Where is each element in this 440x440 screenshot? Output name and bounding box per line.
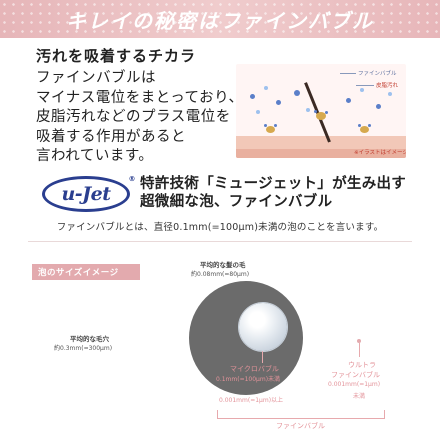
micro-title: マイクロバブル xyxy=(230,365,279,373)
bracket-bottom xyxy=(217,418,385,419)
technology-line-2: 超微細な泡、ファインバブル xyxy=(140,194,333,210)
micro-range: 0.1mm(=100μm)未満 xyxy=(216,376,281,383)
intro-line: 吸着する作用があると xyxy=(36,128,186,145)
bubble-dot xyxy=(274,124,277,127)
pore-size: 約0.3mm(=300μm) xyxy=(54,345,113,352)
banner-dot-pattern xyxy=(0,0,440,38)
bubble-dot xyxy=(360,88,364,92)
title-banner: キレイの秘密はファインバブル xyxy=(0,0,440,38)
sebum-dirt xyxy=(266,126,275,133)
bubble-dot xyxy=(264,86,268,90)
bubble-dot xyxy=(368,124,371,127)
sebum-dirt xyxy=(360,126,369,133)
ujet-logo: u-Jet ® xyxy=(42,175,135,212)
ultra-leader-line xyxy=(359,343,360,357)
divider xyxy=(28,241,412,242)
leader-line xyxy=(356,85,374,86)
bubble-dot xyxy=(388,92,392,96)
bubble-dot xyxy=(294,90,300,96)
technology-line-1: 特許技術「ミュージェット」が生み出す xyxy=(140,176,407,192)
ultra-title-2: ファインバブル xyxy=(331,371,380,379)
bubble-dot xyxy=(325,111,328,114)
ujet-logo-text: u-Jet xyxy=(61,183,111,205)
hair-size: 約0.08mm(=80μm) xyxy=(191,271,250,278)
bubble-dot xyxy=(358,124,361,127)
technology-text: 特許技術「ミュージェット」が生み出す 超微細な泡、ファインバブル xyxy=(140,175,406,211)
bracket-left xyxy=(217,410,218,418)
bubble-dot xyxy=(346,98,351,103)
micro-lower-bound: 0.001mm(=1μm)以上 xyxy=(219,397,284,404)
bubble-dot xyxy=(256,110,260,114)
micro-leader-line xyxy=(262,351,263,363)
bubble-dot xyxy=(376,104,381,109)
ultra-title-1: ウルトラ xyxy=(348,361,376,369)
hair-title: 平均的な髪の毛 xyxy=(200,261,246,269)
illustration-caption: ※イラストはイメージです xyxy=(354,150,406,156)
intro-line: 皮脂汚れなどのプラス電位を xyxy=(36,109,231,125)
intro-line: 言われています。 xyxy=(36,148,154,164)
bracket-right xyxy=(384,410,385,418)
bubble-dot xyxy=(264,124,267,127)
bubble-dot xyxy=(314,110,317,113)
leader-line xyxy=(340,73,356,74)
ultra-range-1: 0.001mm(=1μm) xyxy=(328,381,381,388)
ultra-fine-bubble-dot xyxy=(357,339,361,343)
intro-line: マイナス電位をまとっており、 xyxy=(36,89,244,106)
sebum-dirt xyxy=(316,112,326,120)
section-heading: 汚れを吸着するチカラ xyxy=(36,47,197,65)
pore-title: 平均的な毛穴 xyxy=(70,335,109,343)
bubble-dot xyxy=(276,100,281,105)
ultra-range-2: 未満 xyxy=(353,393,366,400)
fine-bubble-label: ファインバブル xyxy=(276,422,325,430)
banner-title: キレイの秘密はファインバブル xyxy=(66,8,374,33)
bubble-dot xyxy=(306,108,310,112)
skin-layer-deep xyxy=(236,149,406,158)
label-sebum: 皮脂汚れ xyxy=(376,83,399,89)
size-image-tag: 泡のサイズイメージ xyxy=(32,264,140,280)
fine-bubble-definition: ファインバブルとは、直径0.1mm(=100μm)未満の泡のことを言います。 xyxy=(56,222,384,233)
intro-text: ファインバブルは マイナス電位をまとっており、 皮脂汚れなどのプラス電位を 吸着… xyxy=(36,69,246,167)
intro-line: ファインバブルは xyxy=(36,70,156,86)
micro-bubble-circle xyxy=(239,303,287,351)
bubble-dot xyxy=(250,94,255,99)
bubble-adsorption-illustration: ファインバブル 皮脂汚れ ※イラストはイメージです xyxy=(236,64,406,158)
registered-mark: ® xyxy=(128,175,136,183)
label-fine-bubble: ファインバブル xyxy=(358,71,397,77)
